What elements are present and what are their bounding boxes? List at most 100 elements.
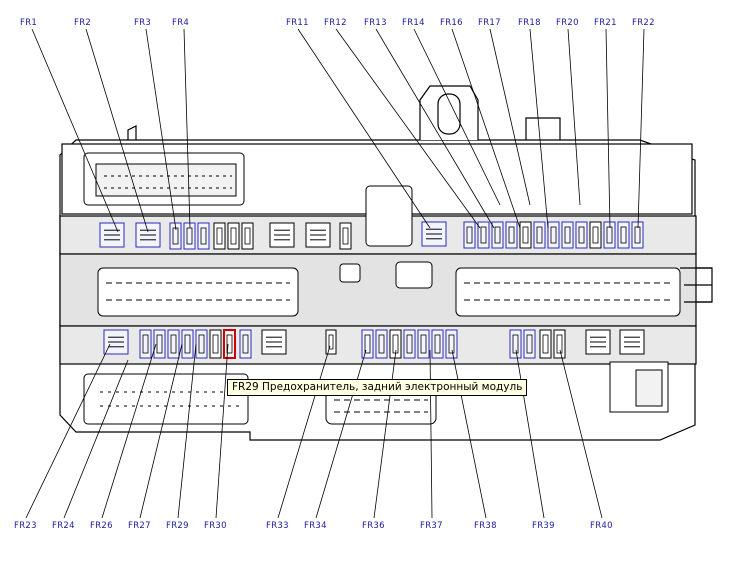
fuse-element — [184, 334, 191, 354]
fuse-label-fr22: FR22 — [632, 18, 655, 28]
fuse-element — [200, 227, 207, 245]
fuse-label-fr26: FR26 — [90, 521, 113, 531]
fuse-slot[interactable] — [167, 329, 180, 359]
fuse-element — [556, 334, 563, 354]
fuse-element — [216, 227, 223, 245]
leader-line — [297, 28, 431, 229]
fuse-slot[interactable] — [197, 222, 210, 250]
fuse-label-fr37: FR37 — [420, 521, 443, 531]
connector-middle-left — [97, 267, 299, 317]
fuse-slot[interactable] — [139, 329, 152, 359]
fuse-element — [156, 334, 163, 354]
fuse-element — [244, 227, 251, 245]
fuse-slot[interactable] — [339, 222, 352, 250]
fuse-slot[interactable] — [523, 329, 536, 359]
fuse-slot[interactable] — [325, 329, 337, 355]
fuse-slot[interactable] — [553, 329, 566, 359]
fuse-slot[interactable] — [375, 329, 388, 359]
fuse-label-fr2: FR2 — [74, 18, 91, 28]
fuse-slot[interactable] — [209, 329, 222, 359]
fuse-slot[interactable] — [239, 329, 252, 359]
relay-center — [365, 185, 413, 247]
fuse-element — [406, 334, 413, 354]
fuse-label-fr38: FR38 — [474, 521, 497, 531]
fuse-element — [494, 226, 501, 244]
fuse-slot[interactable] — [169, 222, 182, 250]
fuse-label-fr40: FR40 — [590, 521, 613, 531]
fuse-label-fr16: FR16 — [440, 18, 463, 28]
fuse-slot[interactable] — [417, 329, 430, 359]
fuse-slot[interactable] — [589, 221, 602, 249]
leader-line — [25, 343, 111, 519]
fuse-slot[interactable] — [539, 329, 552, 359]
fuse-slot[interactable] — [241, 222, 254, 250]
leader-line — [373, 349, 397, 519]
leader-line — [605, 28, 611, 229]
fuse-label-fr30: FR30 — [204, 521, 227, 531]
fuse-slot[interactable] — [227, 222, 240, 250]
leader-line — [429, 349, 433, 519]
fuse-label-fr18: FR18 — [518, 18, 541, 28]
connector-bottom-left — [83, 373, 249, 425]
leader-line — [451, 28, 521, 229]
leader-line — [375, 28, 495, 229]
leader-line — [529, 28, 549, 229]
fuse-label-fr23: FR23 — [14, 521, 37, 531]
fuse-element — [378, 334, 385, 354]
fuse-slot[interactable] — [195, 329, 208, 359]
fuse-slot[interactable] — [361, 329, 374, 359]
fuse-label-fr1: FR1 — [20, 18, 37, 28]
fuse-element — [212, 334, 219, 354]
leader-line — [567, 28, 581, 206]
fuse-element — [512, 334, 519, 354]
connector-pins — [100, 175, 672, 413]
fuse-slot[interactable] — [491, 221, 504, 249]
fuse-label-fr20: FR20 — [556, 18, 579, 28]
leader-line — [177, 343, 197, 519]
fuse-fr29-highlighted[interactable] — [223, 329, 236, 359]
fuse-element — [230, 227, 237, 245]
fuse-slot[interactable] — [445, 329, 458, 359]
fuse-slot[interactable] — [431, 329, 444, 359]
fuse-label-fr21: FR21 — [594, 18, 617, 28]
fuse-element — [226, 334, 233, 354]
fuse-slot[interactable] — [153, 329, 166, 359]
fuse-slot[interactable] — [213, 222, 226, 250]
fuse-label-fr24: FR24 — [52, 521, 75, 531]
leader-line — [451, 349, 487, 519]
fuse-slot[interactable] — [181, 329, 194, 359]
fuse-slot[interactable] — [617, 221, 630, 249]
fuse-tooltip: FR29 Предохранитель, задний электронный … — [227, 379, 528, 396]
leader-line — [559, 349, 603, 519]
fuse-element — [564, 226, 571, 244]
fuse-label-fr39: FR39 — [532, 521, 555, 531]
fuse-label-fr34: FR34 — [304, 521, 327, 531]
fuse-element — [328, 334, 334, 350]
fuse-slot[interactable] — [477, 221, 490, 249]
fuse-slot[interactable] — [463, 221, 476, 249]
fuse-slot[interactable] — [603, 221, 616, 249]
fuse-slot[interactable] — [389, 329, 402, 359]
fuse-slot[interactable] — [403, 329, 416, 359]
fuse-element — [526, 334, 533, 354]
fuse-label-fr4: FR4 — [172, 18, 189, 28]
fuse-element — [578, 226, 585, 244]
fuse-slot[interactable] — [561, 221, 574, 249]
fuse-label-fr14: FR14 — [402, 18, 425, 28]
fuse-slot[interactable] — [631, 221, 644, 249]
fuse-slot[interactable] — [519, 221, 532, 249]
fuse-slot[interactable] — [575, 221, 588, 249]
fuse-element — [142, 334, 149, 354]
fuse-element — [522, 226, 529, 244]
fuse-slot[interactable] — [183, 222, 196, 250]
fuse-label-fr33: FR33 — [266, 521, 289, 531]
fuse-label-fr3: FR3 — [134, 18, 151, 28]
fuse-slot[interactable] — [547, 221, 560, 249]
fuse-slot[interactable] — [509, 329, 522, 359]
fuse-label-fr27: FR27 — [128, 521, 151, 531]
fuse-slot[interactable] — [505, 221, 518, 249]
leader-line — [277, 345, 331, 519]
fuse-slot[interactable] — [533, 221, 546, 249]
